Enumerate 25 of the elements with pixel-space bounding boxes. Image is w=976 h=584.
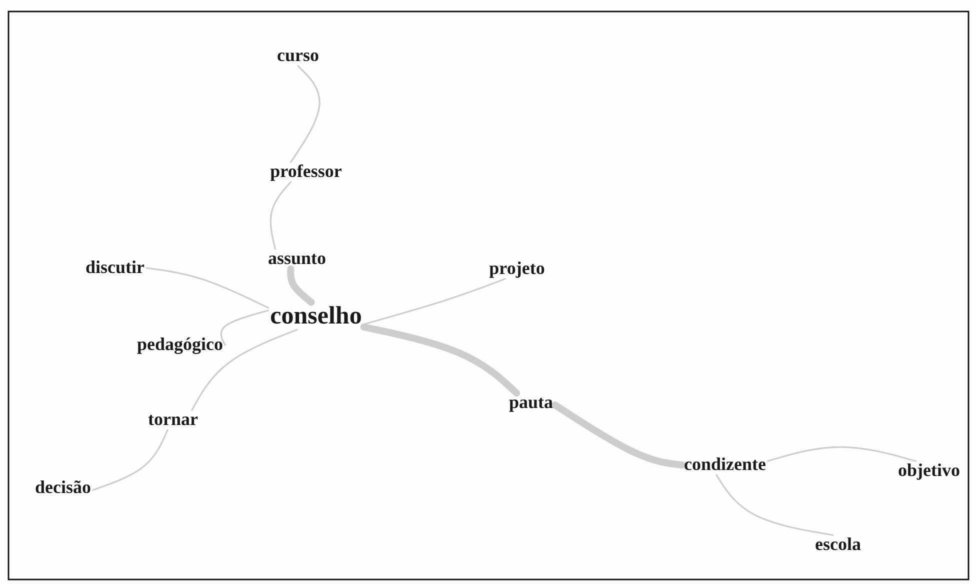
word-label: assunto [266,249,328,269]
word-label: conselho [268,302,364,330]
word-label: projeto [487,259,547,279]
connector-curve [191,328,298,411]
connector-curve [360,324,520,397]
word-label: discutir [84,258,146,278]
word-label: pauta [507,393,555,413]
connector-curve [92,429,168,491]
connector-curve [220,310,269,346]
connector-curve [290,65,320,163]
connector-curve [767,446,917,462]
word-label: curso [275,46,321,66]
connector-curve [363,278,506,326]
word-label: professor [268,162,344,182]
word-label: condizente [682,455,768,475]
word-label: escola [813,535,863,555]
connector-curve [270,181,292,250]
connector-curve [146,267,269,309]
word-label: tornar [146,410,200,430]
word-label: decisão [33,478,93,498]
connector-curve [552,401,686,468]
connector-curve [287,265,315,306]
word-label: objetivo [896,461,962,481]
connector-curve [716,474,834,536]
word-label: pedagógico [135,335,225,355]
